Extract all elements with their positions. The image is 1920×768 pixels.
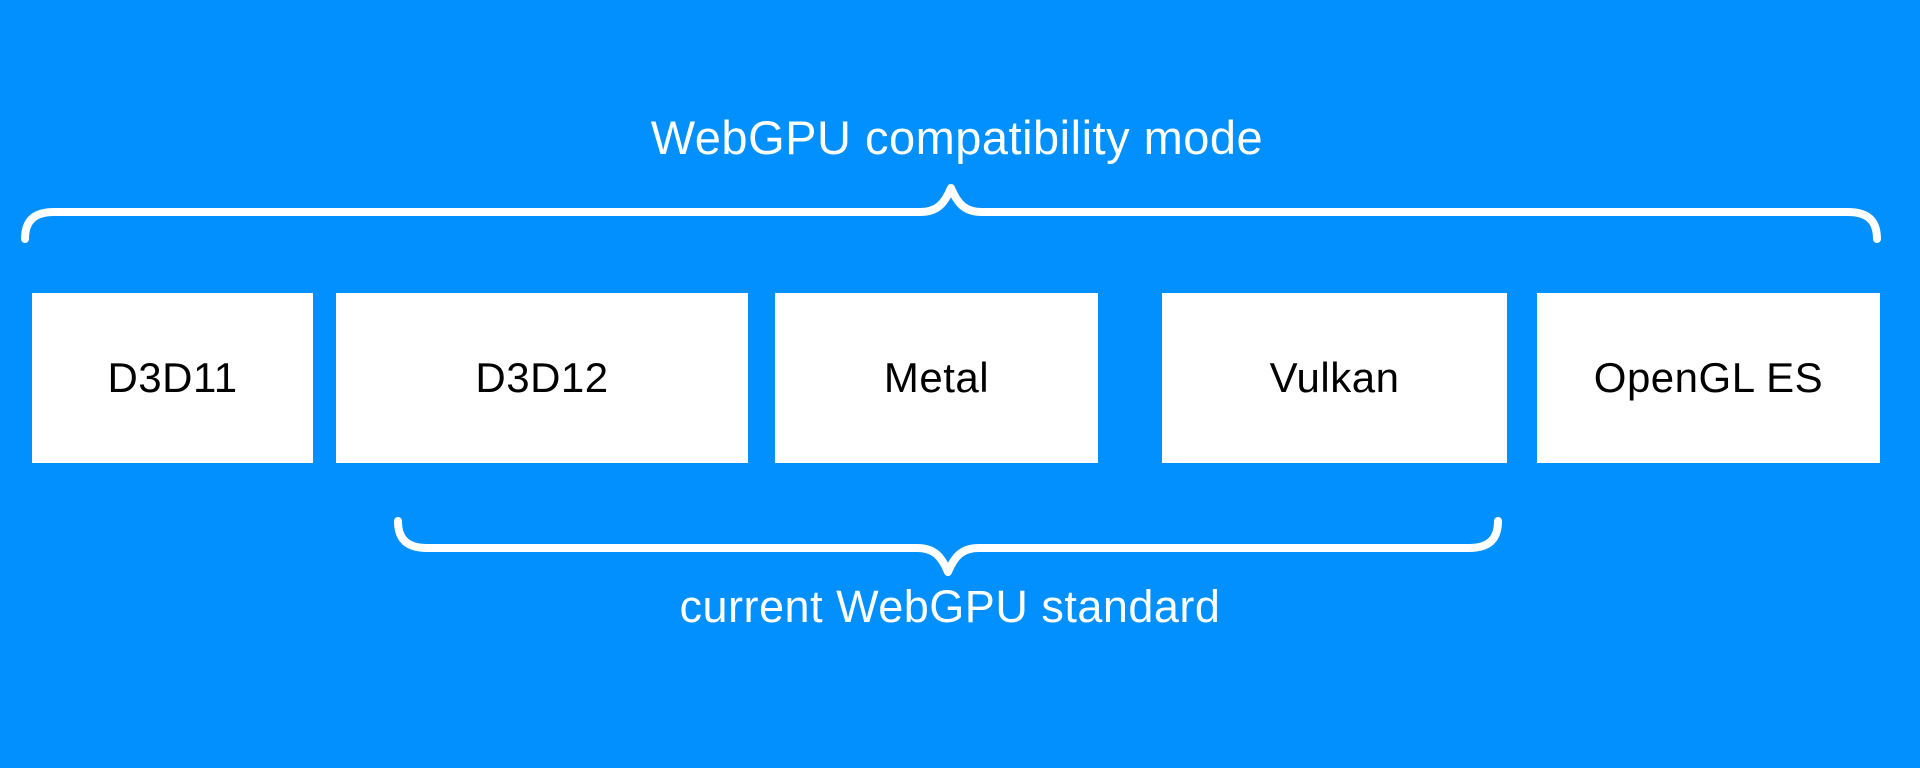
api-box-metal: Metal: [775, 293, 1098, 463]
top-brace-label: WebGPU compatibility mode: [650, 111, 1264, 164]
api-box-label: D3D12: [475, 354, 609, 401]
api-box-label: D3D11: [107, 354, 238, 401]
api-box-label: Metal: [883, 354, 990, 401]
api-box-label: OpenGL ES: [1593, 354, 1824, 401]
top-brace-icon: [21, 184, 1881, 243]
api-box-d3d12: D3D12: [336, 293, 748, 463]
api-box-label: Vulkan: [1269, 354, 1400, 401]
bottom-brace-icon: [394, 517, 1502, 576]
api-box-opengl-es: OpenGL ES: [1537, 293, 1880, 463]
api-box-vulkan: Vulkan: [1162, 293, 1507, 463]
bottom-brace-label: current WebGPU standard: [679, 581, 1221, 632]
api-box-d3d11: D3D11: [32, 293, 313, 463]
